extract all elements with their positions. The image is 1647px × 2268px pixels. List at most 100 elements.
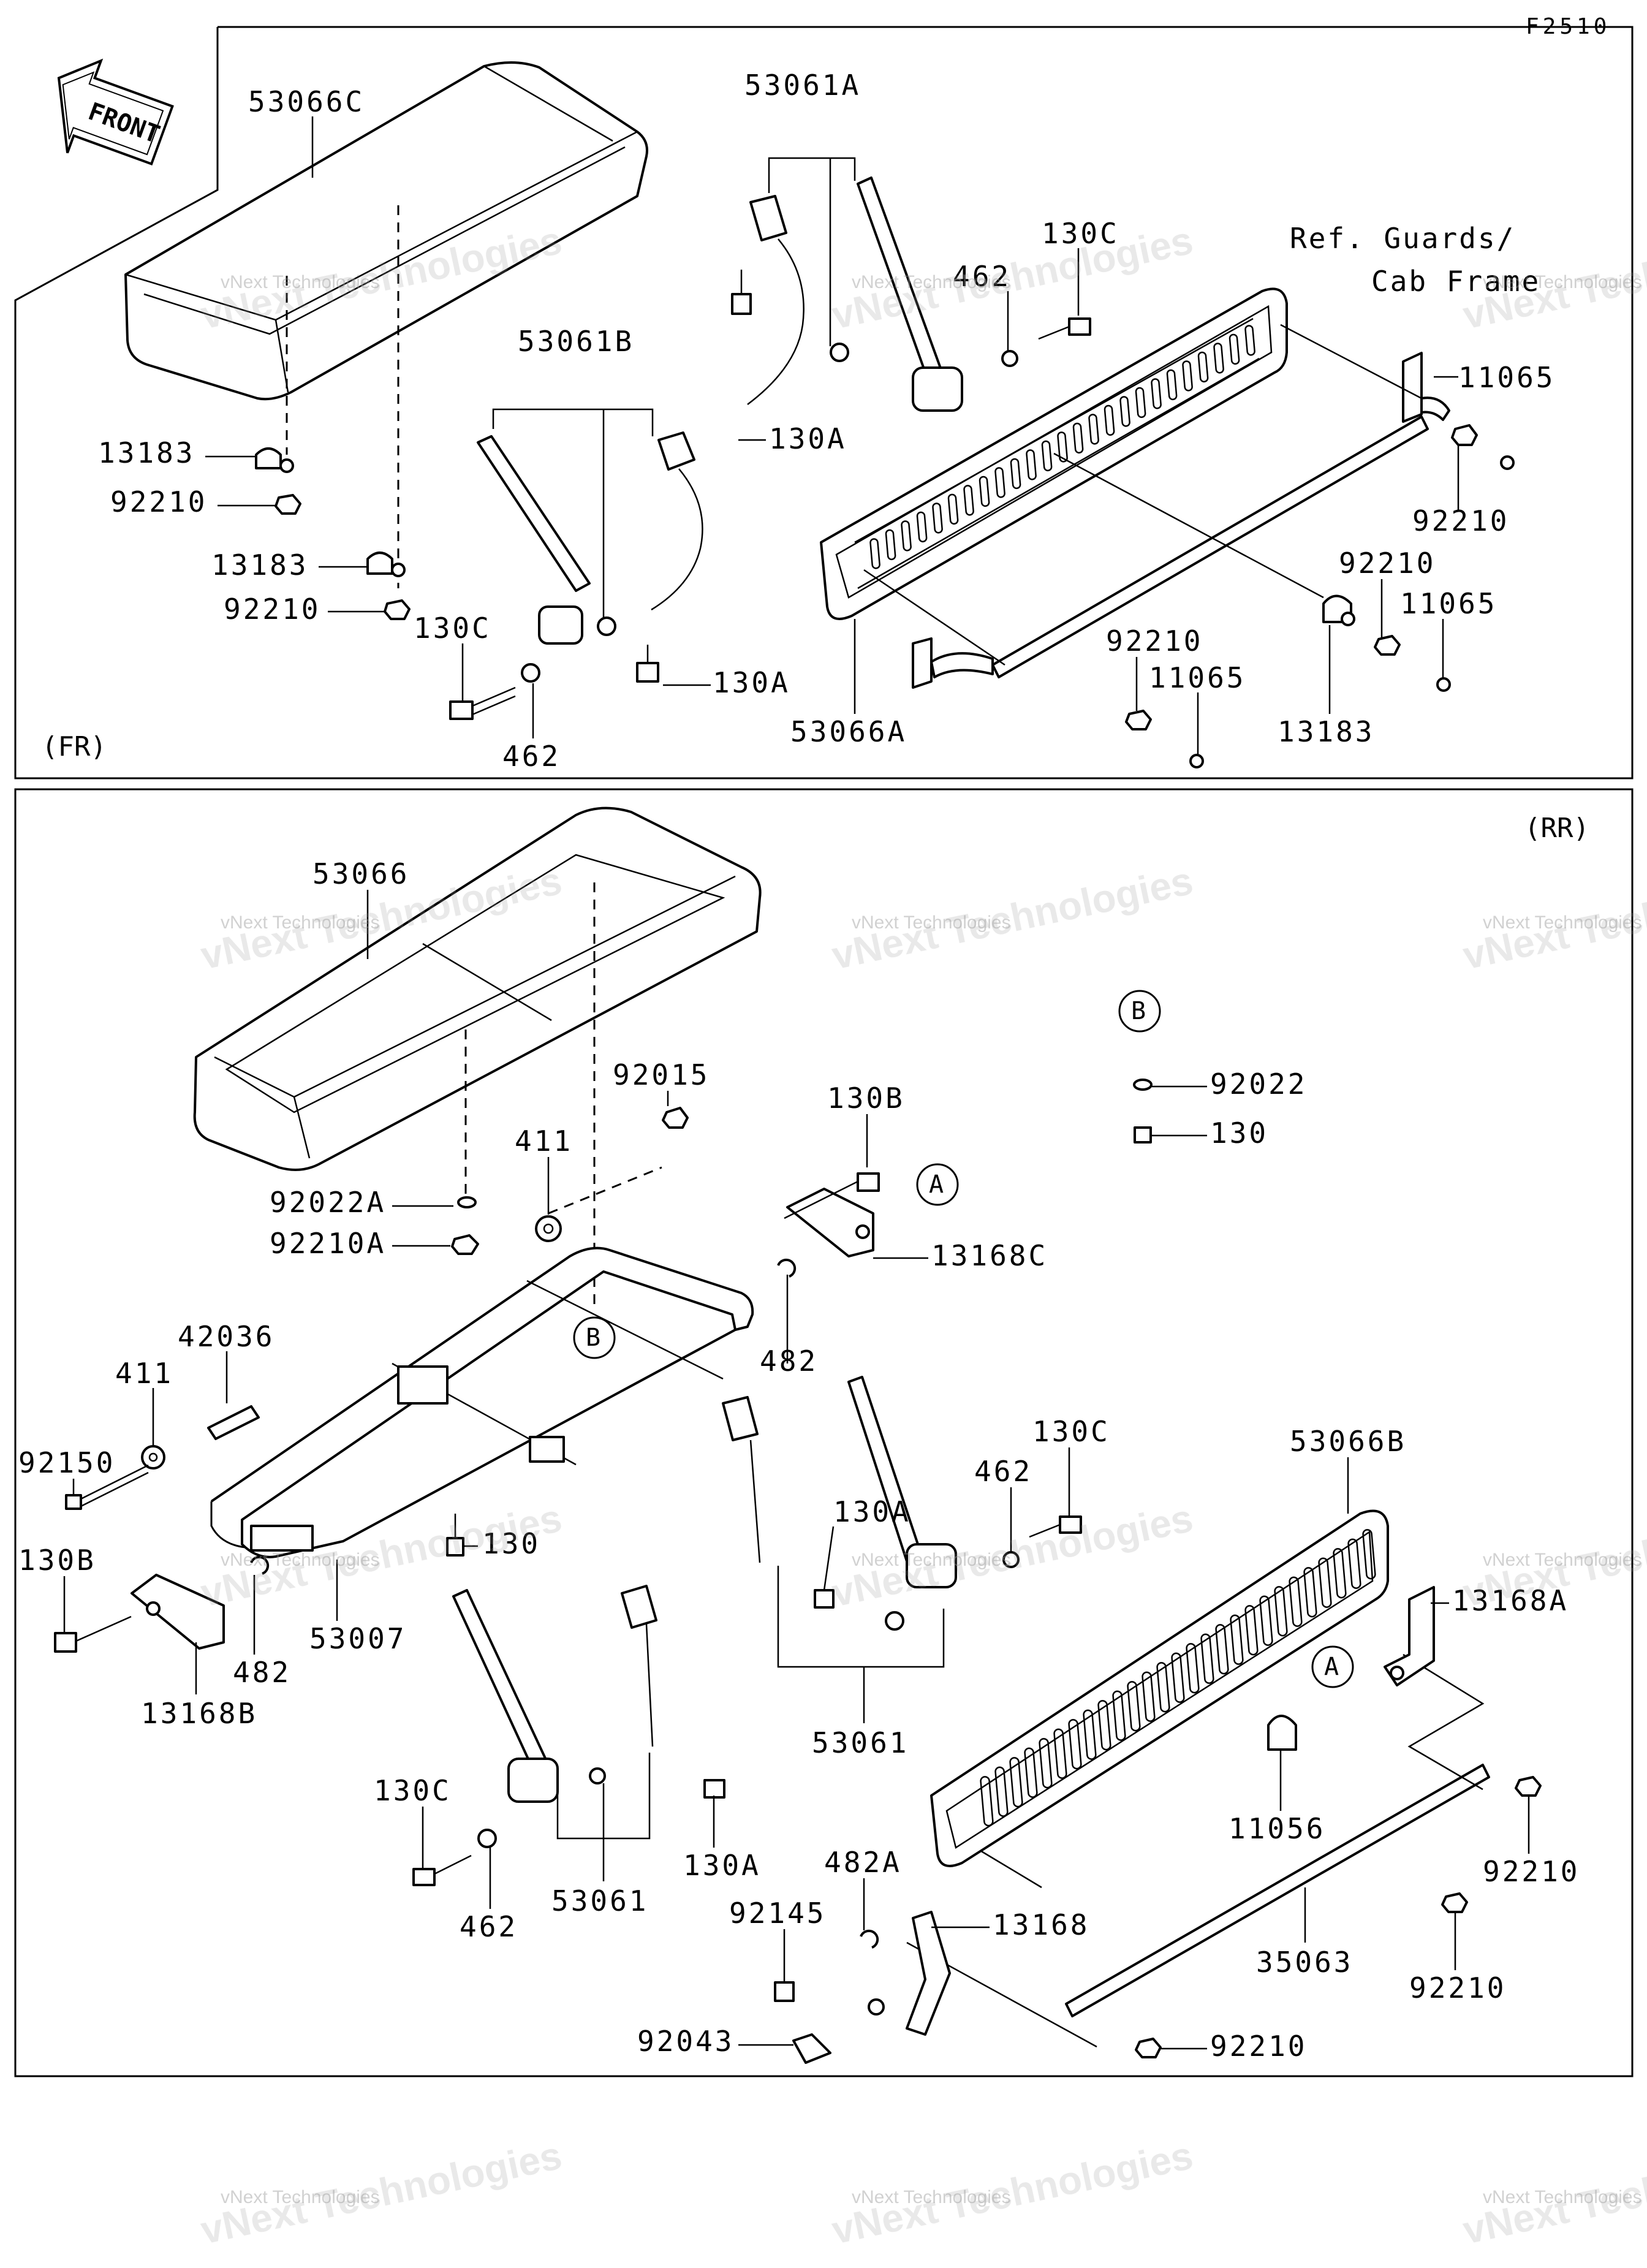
leader-53061b [492, 408, 654, 436]
part-number-label: 53061 [551, 1884, 648, 1917]
part-number-label: 130A [683, 1849, 761, 1882]
pin-icon [1189, 754, 1204, 768]
part-number-label: 92210 [1339, 547, 1436, 580]
slot [963, 485, 974, 516]
watermark-text: vNext Technologies [1483, 2187, 1642, 2207]
bolt-icon [731, 270, 752, 315]
part-number-label: 53066 [312, 857, 409, 890]
part-number-label: 11056 [1229, 1812, 1325, 1845]
section-label-front: (FR) [42, 731, 107, 762]
part-number-label: 130A [833, 1495, 911, 1528]
pin-icon [792, 2033, 831, 2064]
washer-icon [141, 1445, 165, 1470]
bracket-13168a [1384, 1586, 1435, 1686]
part-number-label: 92150 [18, 1446, 115, 1479]
slot [1347, 1538, 1361, 1589]
part-number-label: 130A [713, 666, 790, 699]
rear-section-frame [14, 788, 1634, 2077]
slot [994, 467, 1005, 498]
rear-attach-line-3 [548, 1166, 662, 1215]
bolt-icon [412, 1854, 472, 1886]
part-number-label: 462 [460, 1910, 518, 1943]
watermark-text: vNext Technologies [1483, 272, 1642, 292]
watermark-text: vNext Technologies [852, 272, 1011, 292]
pin-icon [1436, 677, 1451, 692]
part-number-label: 92210 [110, 485, 207, 518]
part-number-label: 42036 [178, 1320, 274, 1353]
washer-icon [477, 1829, 497, 1848]
bracket-13168c [786, 1188, 874, 1257]
seat-belt-53061b [477, 431, 703, 645]
slot [1244, 325, 1255, 356]
part-number-label: 482A [824, 1846, 902, 1879]
slot [1244, 1605, 1259, 1656]
part-number-label: 462 [502, 740, 561, 773]
part-number-label: 53061B [518, 325, 634, 358]
slot [1318, 1557, 1332, 1608]
nut-icon [274, 494, 301, 515]
front-arrow-icon: FRONT [57, 58, 174, 166]
bubble-b [1118, 990, 1161, 1033]
part-number-label: 13183 [98, 436, 195, 469]
slot [1362, 1529, 1376, 1580]
part-number-label: 11065 [1149, 661, 1246, 694]
slot [1072, 422, 1084, 454]
slot [1039, 1738, 1053, 1789]
part-number-label: 92015 [613, 1058, 710, 1091]
leader-53061-center [777, 1566, 945, 1668]
slot [1200, 1633, 1214, 1684]
slot [1088, 414, 1099, 445]
slot [1135, 387, 1146, 419]
slot-pattern [980, 1529, 1376, 1827]
part-number-label: 53061 [812, 1726, 909, 1759]
clamp-icon [255, 447, 294, 473]
nut-icon [451, 1234, 479, 1255]
clamp-icon [1267, 1715, 1297, 1751]
slot [1186, 1643, 1200, 1694]
bubble-a-label: A [929, 1170, 944, 1199]
slot [1156, 1662, 1170, 1713]
part-number-label: 53066A [790, 715, 907, 748]
leader-53061a [768, 157, 856, 193]
part-number-label: 92022 [1210, 1068, 1307, 1101]
slot [1197, 351, 1209, 383]
slot [932, 503, 943, 534]
nut-icon [1374, 635, 1401, 656]
bolt-icon [703, 1779, 725, 1799]
bubble-b-label: B [1131, 997, 1146, 1025]
bubble-a [916, 1163, 959, 1206]
bracket-13168b [131, 1574, 225, 1650]
bolt-icon [784, 1172, 880, 1219]
slot [1009, 1757, 1023, 1808]
watermark-text: vNext Technologies [221, 272, 380, 292]
slot [916, 511, 928, 543]
watermark-text: vNext Technologies [852, 1550, 1011, 1570]
slot [1024, 1747, 1038, 1798]
nut-icon [1125, 710, 1152, 730]
slot [1097, 1700, 1111, 1751]
bolt-icon [54, 1615, 132, 1653]
part-number-label: 92043 [637, 2025, 734, 2058]
slot [1112, 1690, 1126, 1741]
slot [1151, 378, 1162, 409]
part-number-label: 130C [414, 612, 491, 645]
part-number-label: 13168C [931, 1239, 1048, 1272]
slot [1142, 1671, 1156, 1722]
rod-end-bracket [912, 637, 994, 689]
part-number-label: 13168 [993, 1908, 1089, 1941]
part-number-label: 130B [827, 1082, 905, 1115]
rear-seat-cushion [193, 806, 762, 1171]
rear-seat-frame-53007 [210, 1246, 754, 1558]
nut-icon [1451, 424, 1478, 446]
part-number-label: 130A [769, 422, 847, 455]
part-number-label: 482 [233, 1656, 291, 1689]
section-label-rear: (RR) [1524, 813, 1589, 844]
slot [1171, 1652, 1185, 1703]
bolt-icon [774, 1981, 795, 2002]
slot [885, 529, 896, 561]
watermark-text: vNext Technologies [221, 2187, 380, 2207]
part-number-label: 411 [115, 1357, 173, 1390]
bolt-icon [449, 686, 516, 720]
